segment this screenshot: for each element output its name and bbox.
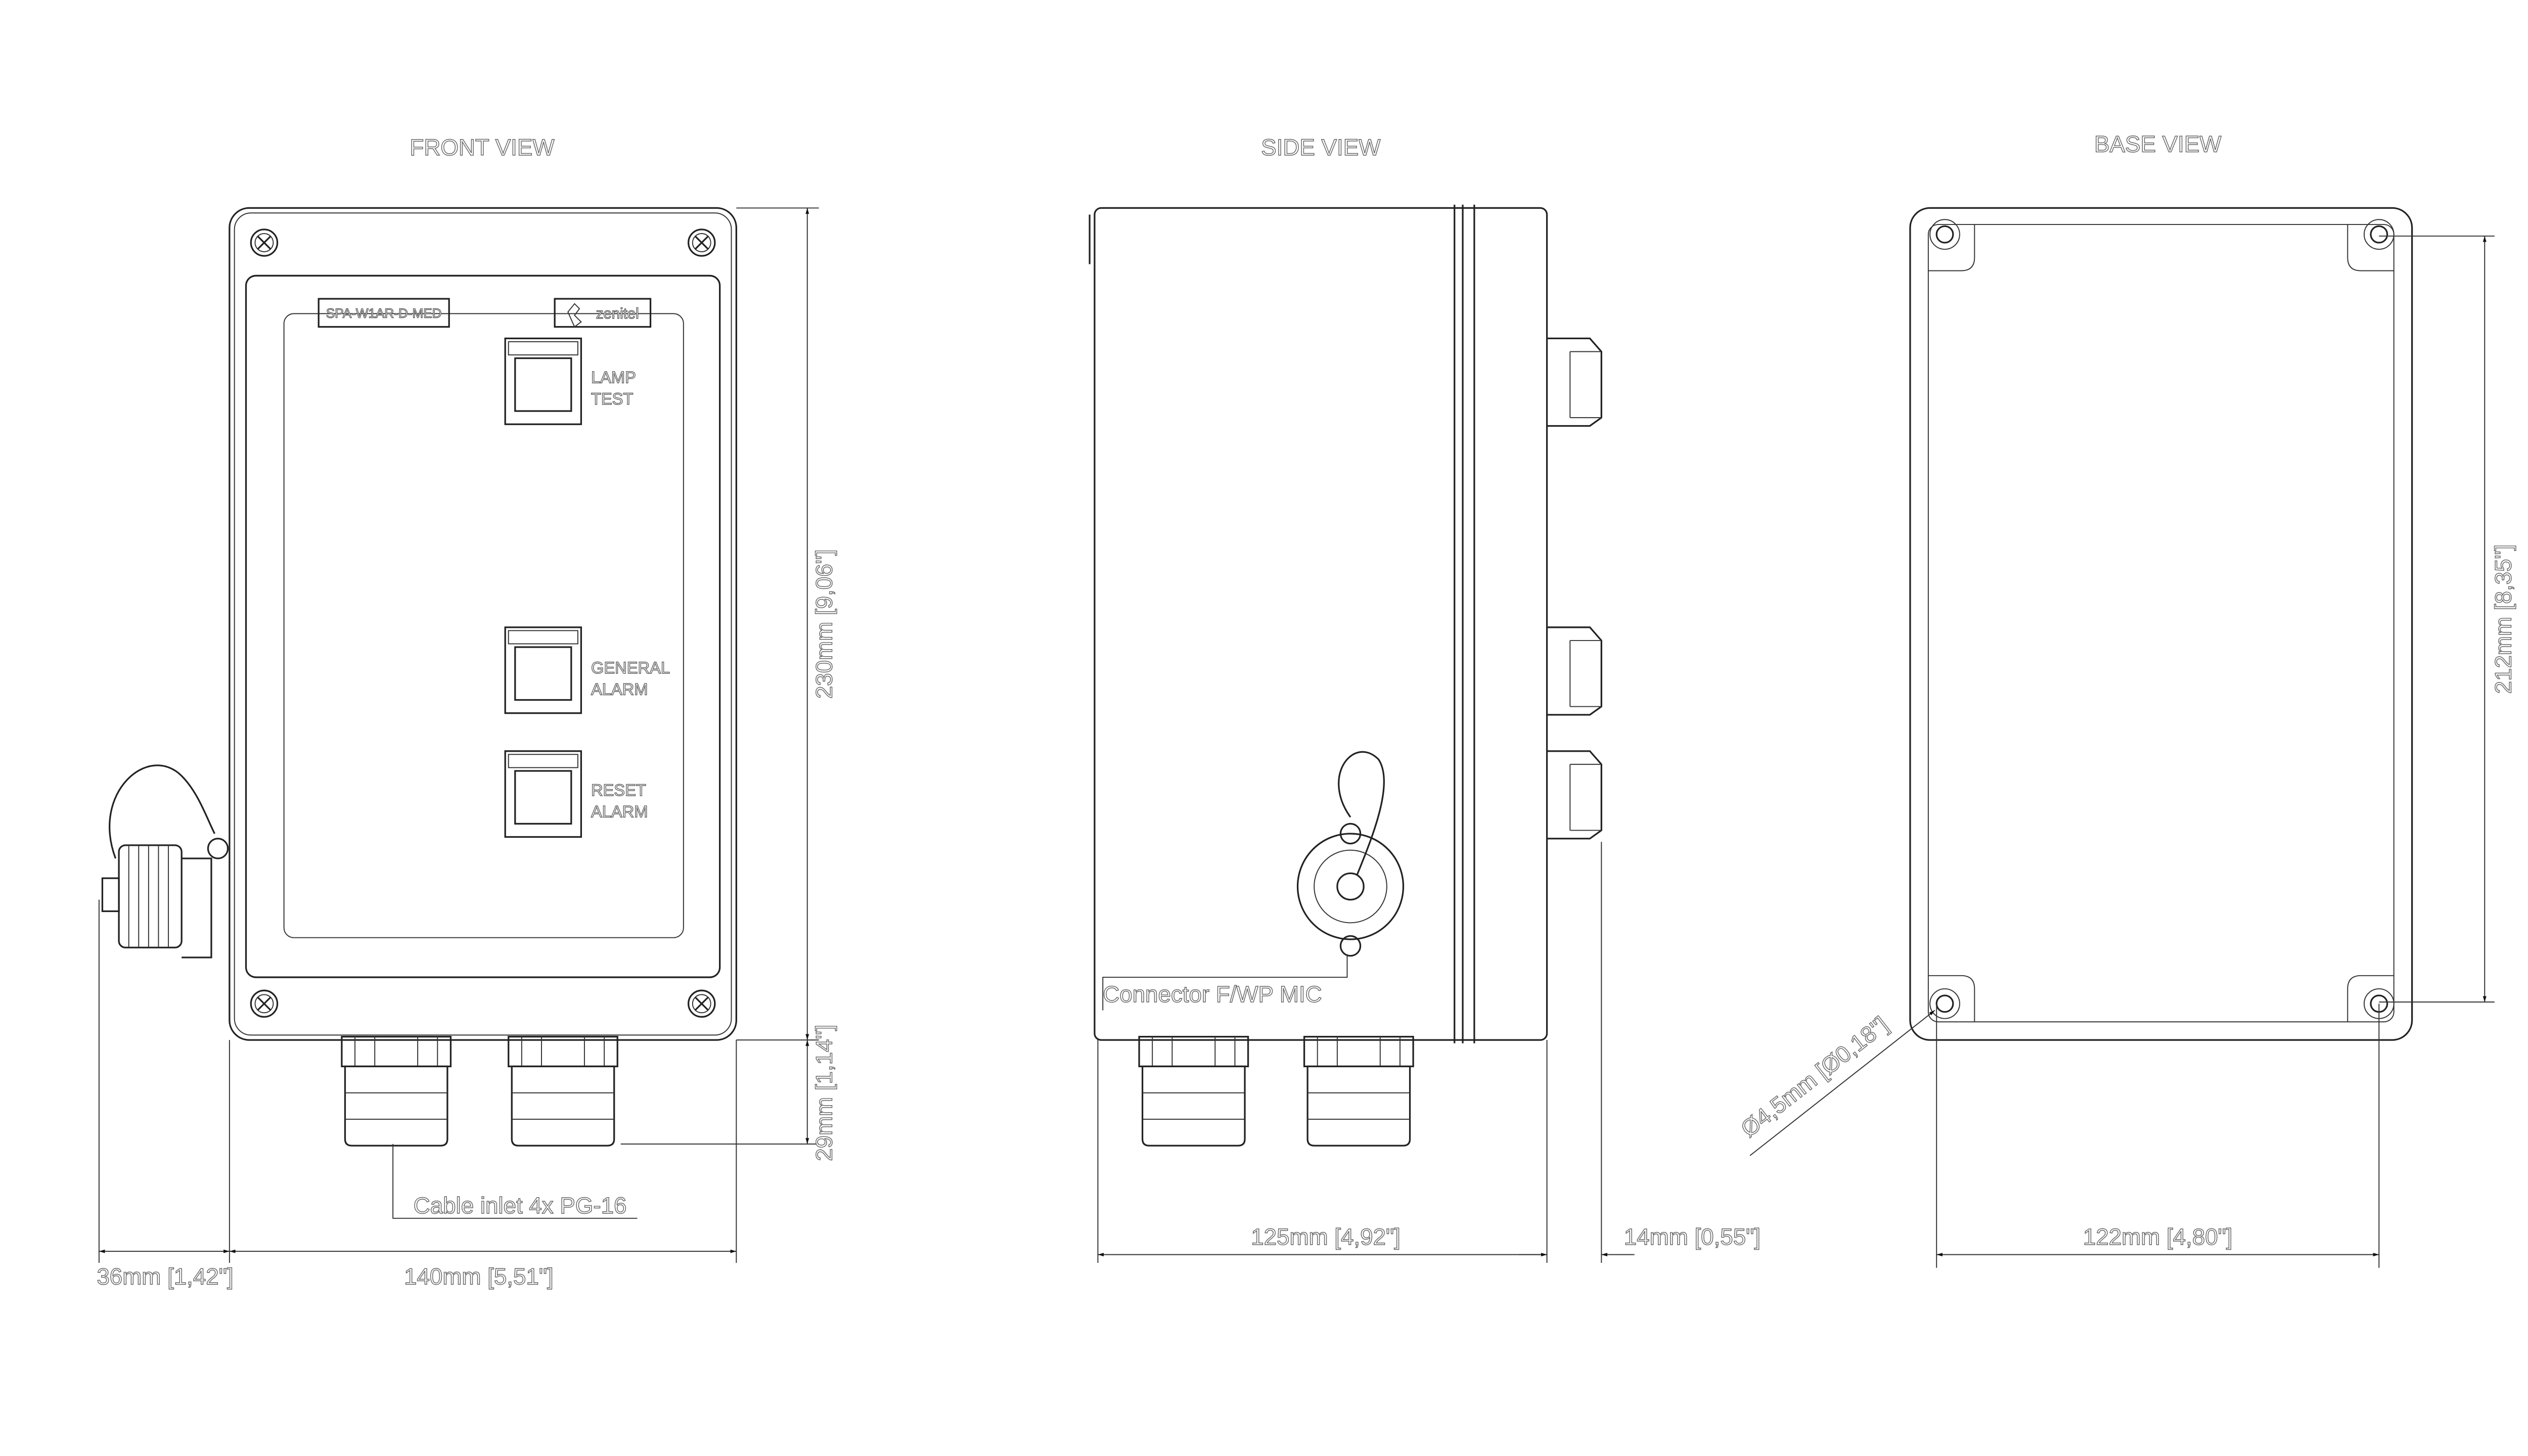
zenitel-logo-icon — [567, 303, 582, 328]
dim-connector: 36mm [1,42"] — [97, 1263, 233, 1289]
screw-icon — [250, 229, 279, 257]
button-label: RESET — [591, 781, 646, 799]
button-label: TEST — [591, 389, 633, 408]
dim-width: 140mm [5,51"] — [404, 1263, 554, 1289]
connector-note: Connector F/WP MIC — [1103, 981, 1322, 1007]
mounting-hole-icon — [1929, 988, 1961, 1020]
mic-connector-side — [1296, 751, 1405, 957]
reset-alarm-button[interactable]: RESET ALARM — [504, 750, 648, 838]
front-view-title: FRONT VIEW — [410, 134, 554, 160]
screw-icon — [688, 229, 716, 257]
button-label: GENERAL — [591, 658, 670, 677]
enclosure-side — [1094, 207, 1548, 1041]
base-view-title: BASE VIEW — [2094, 131, 2221, 157]
dim-hole-width: 122mm [4,80"] — [2083, 1224, 2233, 1250]
dim-gland: 29mm [1,14"] — [811, 1025, 837, 1161]
model-label-plate — [318, 298, 450, 328]
button-label: ALARM — [591, 802, 648, 821]
button-label: LAMP — [591, 368, 636, 387]
dim-buttons: 14mm [0,55"] — [1624, 1224, 1760, 1250]
side-button — [1546, 626, 1602, 716]
side-button — [1546, 750, 1602, 840]
model-label: SPA-W1AR-D-MED — [326, 306, 442, 321]
screw-icon — [250, 989, 279, 1018]
button-label: ALARM — [591, 680, 648, 699]
cable-gland — [1303, 1035, 1414, 1147]
side-view: SIDE VIEW Connector F/WP MIC 125mm [4,92… — [1089, 134, 1761, 1263]
mic-connector — [101, 764, 229, 959]
side-button — [1546, 337, 1602, 427]
front-panel — [245, 275, 721, 978]
cable-gland — [341, 1035, 452, 1147]
side-view-title: SIDE VIEW — [1261, 134, 1380, 160]
cable-gland — [508, 1035, 618, 1147]
general-alarm-button[interactable]: GENERAL ALARM — [504, 626, 670, 714]
screw-icon — [688, 989, 716, 1018]
dim-depth: 125mm [4,92"] — [1251, 1224, 1401, 1250]
base-view: BASE VIEW 212mm [8,35"] 122mm [4,80"] Ø4… — [1736, 131, 2516, 1268]
brand-logo-text: zenitel — [596, 305, 639, 322]
front-view: FRONT VIEW SPA-W1AR-D-MED zenitel LAMP T… — [97, 134, 838, 1290]
dim-height: 230mm [9,06"] — [811, 549, 837, 699]
cable-gland — [1138, 1035, 1249, 1147]
lamp-test-button[interactable]: LAMP TEST — [504, 337, 637, 425]
dim-hole-diameter: Ø4,5mm [Ø0,18"] — [1736, 1012, 1893, 1142]
dim-hole-height: 212mm [8,35"] — [2491, 544, 2516, 694]
enclosure-outline — [229, 207, 737, 1041]
cable-inlet-note: Cable inlet 4x PG-16 — [414, 1193, 627, 1218]
brand-plate — [554, 298, 652, 328]
enclosure-base — [1909, 207, 2413, 1041]
